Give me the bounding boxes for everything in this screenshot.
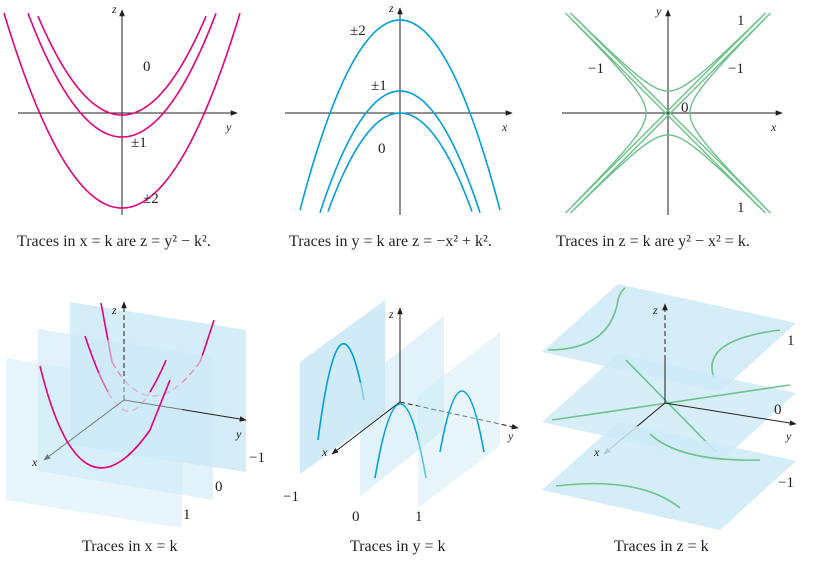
z-axis-label: z	[652, 303, 658, 317]
curve-label-neg1-left: −1	[588, 61, 604, 77]
trace-zneg1-upper	[649, 433, 761, 461]
panel-bottom-right: z y x 1 0 −1 Traces in z = k	[542, 284, 797, 555]
caption-top-left: Traces in x = k are z = y² − k².	[17, 233, 211, 250]
plane-label-1: 1	[787, 333, 795, 349]
caption-top-right: Traces in z = k are y² − x² = k.	[556, 233, 750, 250]
z-axis-label: z	[111, 303, 117, 317]
x-axis-line	[43, 399, 125, 461]
trace-front	[39, 365, 171, 469]
curve-label-pm2: ±2	[143, 191, 159, 207]
hyperbola-k1-lower	[574, 134, 762, 210]
y-axis-line	[399, 401, 519, 430]
parabola-k0	[327, 112, 473, 212]
trace-z1-left	[547, 287, 626, 351]
curve-label-pm1: ±1	[371, 78, 387, 94]
trace-middle-right	[149, 359, 167, 393]
parabola-k0	[37, 15, 207, 116]
x-axis-label: x	[321, 445, 328, 459]
trace-middle-solid	[84, 335, 109, 393]
plane-label-0: 0	[774, 402, 782, 418]
y-axis-label: y	[655, 4, 662, 18]
x-axis-label: x	[31, 455, 38, 469]
plane-label-0: 0	[352, 509, 360, 525]
panel-top-middle: z x ±2 ±1 0 Traces in y = k are z = −x² …	[285, 1, 513, 250]
trace-z0-b	[625, 359, 717, 453]
trace-back-dashed	[111, 361, 201, 397]
curve-label-pm1: ±1	[131, 135, 147, 151]
parabola-k1	[319, 90, 481, 213]
plane-label-neg1: −1	[249, 450, 265, 466]
z-axis-label: z	[111, 2, 117, 16]
plane-z-1	[542, 284, 796, 392]
hyperbola-kneg1-right	[689, 19, 765, 207]
plane-label-1: 1	[415, 509, 423, 525]
panel-top-left: z y 0 ±1 ±2 Traces in x = k are z = y² −…	[3, 2, 241, 250]
curve-label-neg1-right: −1	[728, 61, 744, 77]
trace-z1-right	[711, 329, 781, 379]
parabola-k2	[3, 12, 241, 209]
plane-y-1	[418, 332, 500, 508]
trace-y-neg1	[317, 343, 365, 441]
caption-top-middle: Traces in y = k are z = −x² + k².	[289, 233, 492, 250]
z-axis-label: z	[388, 1, 394, 15]
hyperbola-k0-line	[565, 12, 766, 214]
hyperbola-family	[565, 12, 771, 214]
curve-label-0: 0	[681, 100, 689, 116]
plane-label-1: 1	[183, 507, 191, 523]
plane-x-0	[38, 329, 213, 500]
panel-bottom-middle: z y x −1 0 1 Traces in y = k	[283, 300, 519, 555]
plane-label-0: 0	[215, 479, 223, 495]
x-axis-label: x	[770, 120, 777, 134]
y-axis-label: y	[225, 120, 232, 134]
caption-bottom-middle: Traces in y = k	[350, 538, 446, 555]
plane-label-neg1: −1	[778, 475, 794, 491]
curve-label-0: 0	[378, 141, 386, 157]
panel-top-right: y x 1 −1 −1 0 1 Traces in z = k are y² −…	[556, 4, 783, 250]
parabola-k2	[299, 19, 501, 211]
panel-bottom-left: z y x −1 0 1 Traces in x = k	[6, 301, 265, 555]
curve-label-0: 0	[143, 59, 151, 75]
y-axis-label: y	[507, 429, 514, 443]
caption-bottom-right: Traces in z = k	[614, 538, 709, 555]
y-axis-line	[664, 402, 797, 426]
caption-bottom-left: Traces in x = k	[82, 538, 178, 555]
trace-y-1	[439, 390, 485, 453]
curve-label-pm2: ±2	[350, 23, 366, 39]
y-axis-label: y	[235, 427, 242, 441]
y-axis-label: y	[785, 429, 792, 443]
x-axis-label: x	[501, 120, 508, 134]
z-axis-label: z	[388, 307, 394, 321]
x-axis-line	[331, 401, 401, 455]
plane-y-0	[360, 316, 444, 496]
trace-y-0	[374, 403, 427, 479]
curve-label-1-top: 1	[737, 13, 745, 29]
trace-zneg1-lower	[555, 482, 681, 509]
hyperbola-k1-upper	[574, 16, 762, 92]
parabola-k1	[27, 13, 217, 138]
plane-label-neg1: −1	[283, 489, 299, 505]
y-axis-line	[123, 399, 247, 422]
trace-z0-a	[551, 384, 791, 421]
curve-label-1-bottom: 1	[737, 200, 745, 216]
hyperbola-k0-line	[570, 12, 771, 214]
x-axis-label: x	[593, 445, 600, 459]
plane-z-neg1	[542, 422, 796, 530]
hyperbola-kneg1-left	[571, 19, 647, 207]
plane-y-neg1	[300, 300, 385, 474]
